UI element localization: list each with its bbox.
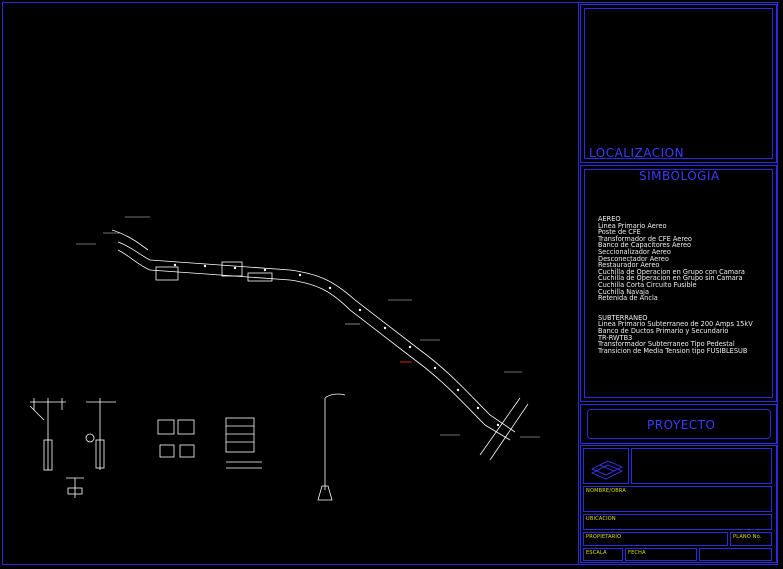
street-light-detail xyxy=(317,393,346,501)
legend-item: Cuchilla de Operacion en Grupo sin Camar… xyxy=(598,274,743,283)
legend-item: Linea Primario Subterraneo de 200 Amps 1… xyxy=(598,320,753,329)
poles-markers xyxy=(173,263,500,427)
legend-item: Cuchilla Navaja xyxy=(598,287,650,296)
aereo-heading: AEREO xyxy=(598,215,621,223)
field-ubicacion: UBICACION xyxy=(586,516,616,522)
building-1 xyxy=(155,266,179,281)
legend-list: AEREO Linea Primario Aereo Poste de CFE … xyxy=(598,216,753,354)
branch-top xyxy=(111,229,149,251)
legend-item: TR-RWTB3 xyxy=(598,333,633,342)
field-propietario: PROPIETARIO xyxy=(586,534,622,540)
annotation-leaders xyxy=(76,216,540,438)
building-2 xyxy=(221,261,243,277)
cross-road-1 xyxy=(479,397,521,456)
power-line-route xyxy=(111,229,529,461)
field-nombre-obra: NOMBRE/OBRA xyxy=(586,488,626,494)
legend-item: Seccionalizador Aereo xyxy=(598,247,671,256)
logo-cell xyxy=(583,448,629,484)
legend-item: Transformador de CFE Aereo xyxy=(598,234,692,243)
route-edge-upper xyxy=(117,241,516,433)
cad-drawing-canvas[interactable] xyxy=(0,0,578,569)
legend-item: Cuchilla de Operacion en Grupo con Camar… xyxy=(598,267,745,276)
field-escala: ESCALA xyxy=(586,550,607,556)
route-edge-lower xyxy=(117,249,511,441)
vault-detail xyxy=(157,419,195,458)
title-block: NOMBRE/OBRA UBICACION PROPIETARIO PLANO … xyxy=(580,445,777,563)
title-sidebar: LOCALIZACION SIMBOLOGIA AEREO Linea Prim… xyxy=(580,4,777,564)
localizacion-title: LOCALIZACION xyxy=(589,146,685,160)
legend-item: Desconectador Aereo xyxy=(598,254,669,263)
anchor-detail xyxy=(66,477,84,498)
building-3 xyxy=(247,272,273,282)
sidebar-divider xyxy=(578,2,579,565)
legend-item: Poste de CFE xyxy=(598,228,641,237)
legend-item: Linea Primario Aereo xyxy=(598,221,667,230)
pole-detail-2 xyxy=(85,398,116,470)
duct-table-detail xyxy=(225,417,262,469)
logo-icon xyxy=(591,460,623,480)
legend-item: Transicion de Media Tension tipo FUSIBLE… xyxy=(598,346,748,355)
legend-item: Retenida de Ancla xyxy=(598,294,658,303)
legend-item: Banco de Capacitores Aereo xyxy=(598,241,692,250)
localizacion-box: LOCALIZACION xyxy=(580,4,777,163)
proyecto-box: PROYECTO xyxy=(580,404,777,444)
cross-road-2 xyxy=(489,403,529,461)
simbologia-box: SIMBOLOGIA xyxy=(580,165,777,402)
pole-detail-1 xyxy=(29,398,66,471)
legend-item: Cuchilla Corta Circuito Fusible xyxy=(598,280,697,289)
simbologia-title: SIMBOLOGIA xyxy=(639,169,720,183)
legend-item: Transformador Subterraneo Tipo Pedestal xyxy=(598,340,735,349)
field-fecha: FECHA xyxy=(628,550,646,556)
legend-item: Restaurador Aereo xyxy=(598,261,660,270)
legend-item: Banco de Ductos Primario y Secundario xyxy=(598,326,729,335)
field-plano-no: PLANO No. xyxy=(733,534,762,540)
proyecto-title: PROYECTO xyxy=(647,418,716,432)
subterraneo-heading: SUBTERRANEO xyxy=(598,313,648,322)
